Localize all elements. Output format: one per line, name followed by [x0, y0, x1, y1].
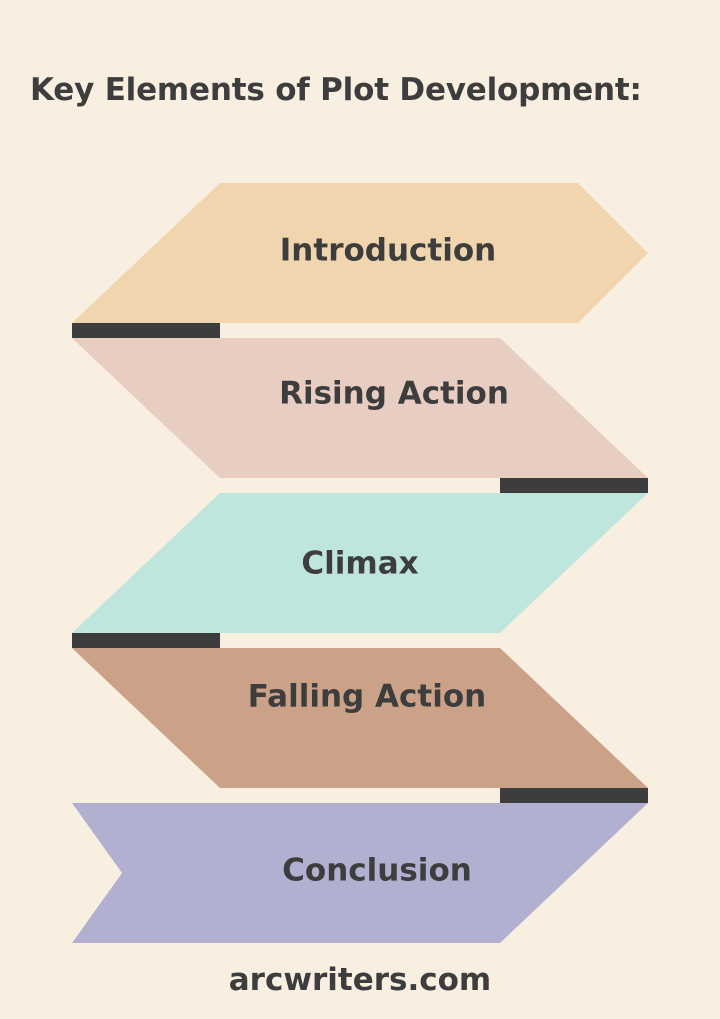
step-falling-action: Falling Action — [72, 648, 648, 788]
connector-bar-3 — [72, 633, 220, 648]
step-conclusion-label: Conclusion — [282, 853, 472, 889]
step-rising-action-shape — [72, 338, 648, 478]
step-introduction-label: Introduction — [280, 233, 496, 269]
page-title: Key Elements of Plot Development: — [30, 72, 642, 108]
step-conclusion-shape — [72, 803, 648, 943]
footer-website: arcwriters.com — [228, 962, 492, 998]
step-climax: Climax — [72, 493, 648, 633]
step-introduction: Introduction — [72, 183, 648, 323]
step-climax-shape — [72, 493, 648, 633]
step-climax-label: Climax — [301, 546, 418, 582]
step-rising-action: Rising Action — [72, 338, 648, 478]
connector-bar-4 — [500, 788, 648, 803]
step-rising-action-label: Rising Action — [279, 376, 509, 412]
step-falling-action-shape — [72, 648, 648, 788]
connector-bar-2 — [500, 478, 648, 493]
step-conclusion: Conclusion — [72, 803, 648, 943]
step-falling-action-label: Falling Action — [248, 679, 486, 715]
step-introduction-shape — [72, 183, 648, 323]
connector-bar-1 — [72, 323, 220, 338]
